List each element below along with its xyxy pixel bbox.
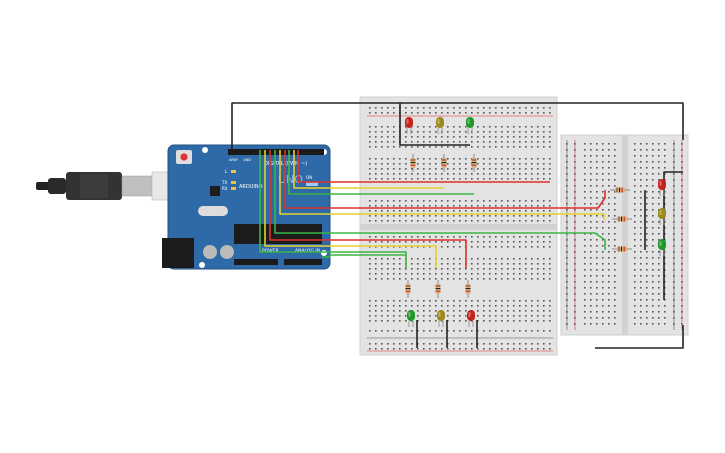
led-red[interactable] <box>467 310 475 327</box>
usb-cable[interactable] <box>36 171 191 201</box>
arduino-uno-board[interactable]: DIGITAL (PWM ~) ARDUINO UNO POWER ANALOG… <box>162 144 331 270</box>
mounting-hole <box>321 250 327 256</box>
resistor[interactable] <box>471 154 477 172</box>
wire-yellow-top <box>293 150 444 189</box>
led-yellow[interactable] <box>436 117 444 134</box>
wires[interactable] <box>231 102 684 349</box>
led-yellow[interactable] <box>437 310 445 327</box>
led-green[interactable] <box>407 310 415 327</box>
resistor[interactable] <box>612 216 632 222</box>
power-jack[interactable] <box>162 238 194 268</box>
leds[interactable] <box>405 117 666 327</box>
wire-yellow-right <box>279 150 605 220</box>
resistor[interactable] <box>405 280 411 298</box>
resistor[interactable] <box>610 187 630 193</box>
capacitor <box>203 245 217 259</box>
wire-gnd-loop-bottom <box>595 325 684 349</box>
resistor[interactable] <box>435 280 441 298</box>
mounting-hole <box>199 262 205 268</box>
power-label: POWER <box>262 248 279 254</box>
on-led <box>306 182 318 186</box>
gnd-label: GND <box>243 158 251 162</box>
wire-green-bottom <box>259 150 407 268</box>
tx-led <box>231 181 236 184</box>
l-label: L <box>225 169 228 174</box>
resistor[interactable] <box>410 154 416 172</box>
resistors[interactable] <box>405 154 633 298</box>
rx-led <box>231 187 236 190</box>
power-header[interactable] <box>234 259 278 265</box>
analog-label: ANALOG IN <box>295 248 320 254</box>
crystal <box>198 206 228 216</box>
wire-green-right <box>274 150 606 250</box>
capacitor <box>220 245 234 259</box>
main-breadboard[interactable] <box>359 96 558 356</box>
wire-red-right <box>284 150 606 209</box>
wire-yellow-bottom <box>264 150 437 268</box>
analog-header[interactable] <box>284 259 322 265</box>
on-label: ON <box>306 175 312 180</box>
resistor[interactable] <box>441 154 447 172</box>
mounting-hole <box>202 147 208 153</box>
led-green[interactable] <box>658 239 666 256</box>
led-red[interactable] <box>405 117 413 134</box>
wire-gnd-side-inner <box>663 171 683 300</box>
aref-label: AREF <box>229 158 238 162</box>
resistor[interactable] <box>465 280 471 298</box>
wire-gnd-loop <box>231 102 684 150</box>
usb-chip <box>210 186 220 196</box>
model-label: UNO <box>278 173 303 186</box>
tx-label: TX <box>221 180 227 185</box>
l-led <box>231 170 236 173</box>
atmega-chip <box>234 224 322 244</box>
led-yellow[interactable] <box>658 208 666 225</box>
wire-gnd-top-led <box>399 103 470 146</box>
led-red[interactable] <box>658 179 666 196</box>
digital-header[interactable] <box>228 149 324 155</box>
led-green[interactable] <box>466 117 474 134</box>
brand-label: ARDUINO <box>239 184 263 190</box>
wire-red-bottom <box>269 150 467 268</box>
rx-label: RX <box>222 186 228 191</box>
side-breadboard[interactable] <box>560 134 689 336</box>
wire-green-power <box>322 254 406 258</box>
wire-red-top <box>297 150 550 183</box>
resistor[interactable] <box>612 246 632 252</box>
wire-green-top <box>288 150 474 195</box>
